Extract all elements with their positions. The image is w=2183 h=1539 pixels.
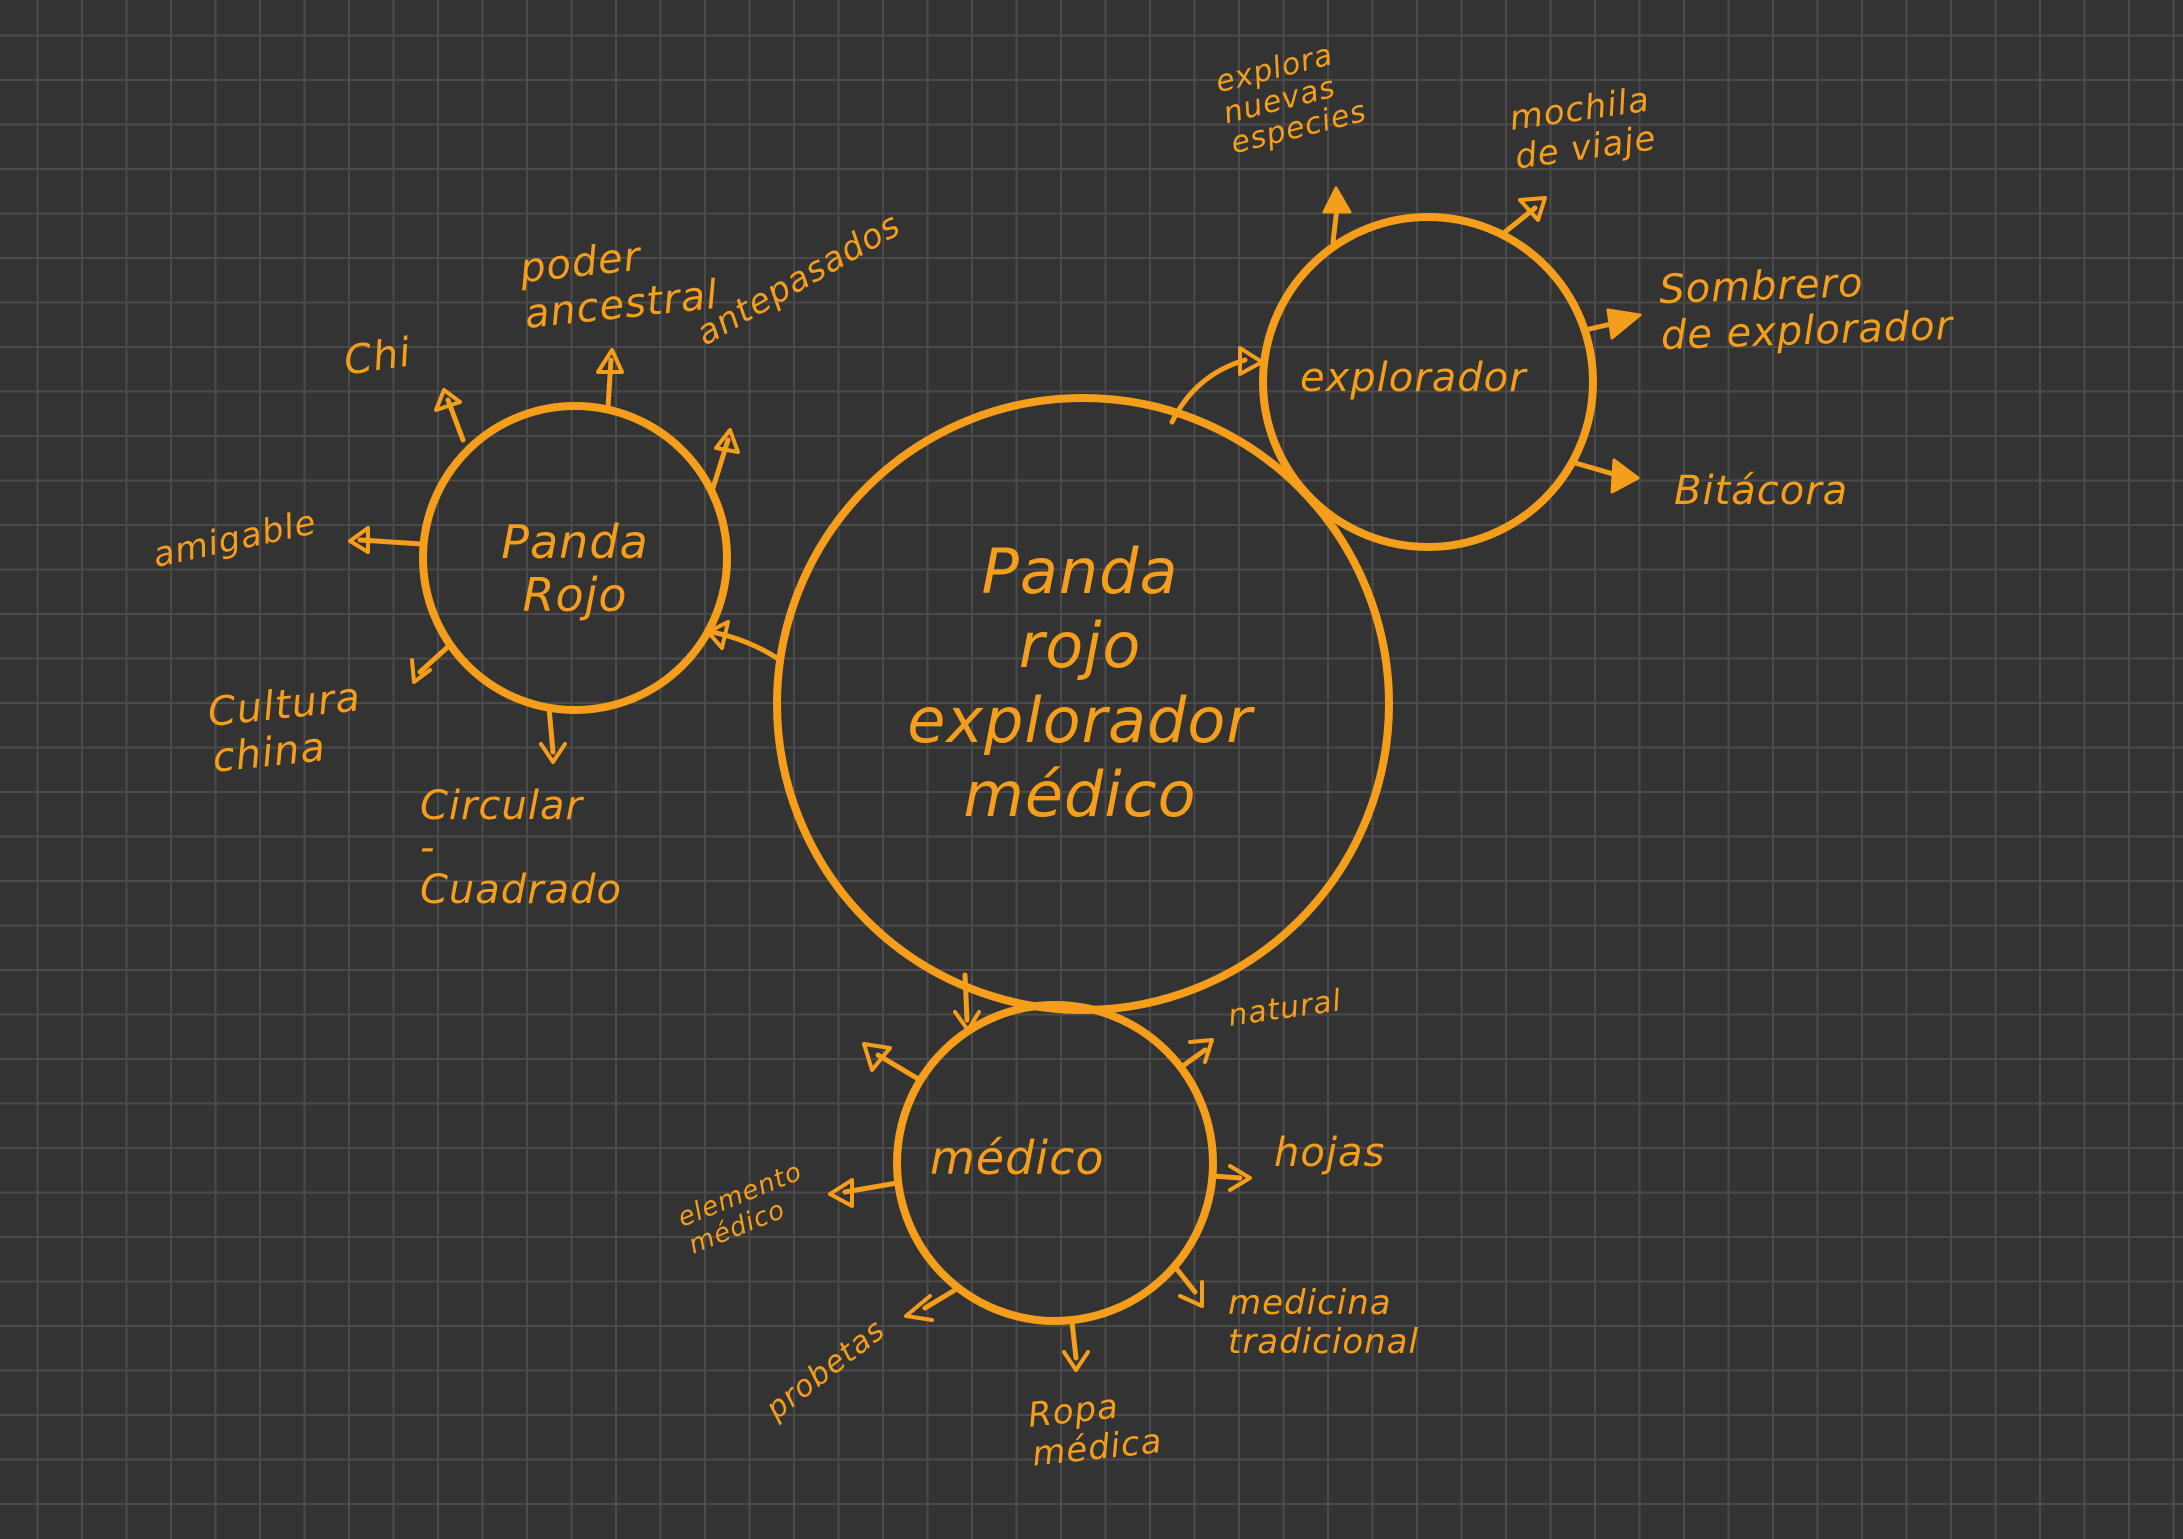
- connector-center-medico: [962, 972, 970, 1023]
- explorador-node-circle: [1259, 213, 1597, 551]
- branch-chi: Chi: [341, 329, 415, 385]
- branch-ropa-medica: Ropa médica: [1026, 1386, 1165, 1475]
- explorador-branch-arrows: [1322, 186, 1642, 494]
- center-node-label: Panda rojo explorador médico: [907, 535, 1253, 832]
- explorador-node-label: explorador: [1300, 355, 1527, 401]
- arrowhead-panda: [706, 620, 730, 650]
- branch-sombrero-de-explorador: Sombrero de explorador: [1658, 260, 1954, 360]
- connector-center-panda: [709, 629, 783, 663]
- connector-center-explorador: [1169, 357, 1248, 425]
- branch-hojas: hojas: [1274, 1130, 1386, 1176]
- panda-node-label: Panda Rojo: [501, 515, 649, 622]
- branch-bitacora: Bitácora: [1674, 468, 1849, 514]
- medico-node-label: médico: [930, 1131, 1105, 1185]
- panda-branch-arrows: [348, 348, 740, 764]
- medico-node-circle: [893, 1001, 1217, 1325]
- arrowhead-explorador: [1238, 346, 1264, 376]
- branch-medicina-tradicional: medicina tradicional: [1228, 1283, 1419, 1363]
- branch-circular-cuadrado: Circular - Cuadrado: [420, 783, 623, 913]
- medico-branch-arrows: [828, 1038, 1252, 1372]
- branch-cultura-china: Cultura china: [205, 674, 363, 782]
- panda-node-circle: [419, 402, 731, 714]
- arrowhead-medico: [953, 1010, 981, 1032]
